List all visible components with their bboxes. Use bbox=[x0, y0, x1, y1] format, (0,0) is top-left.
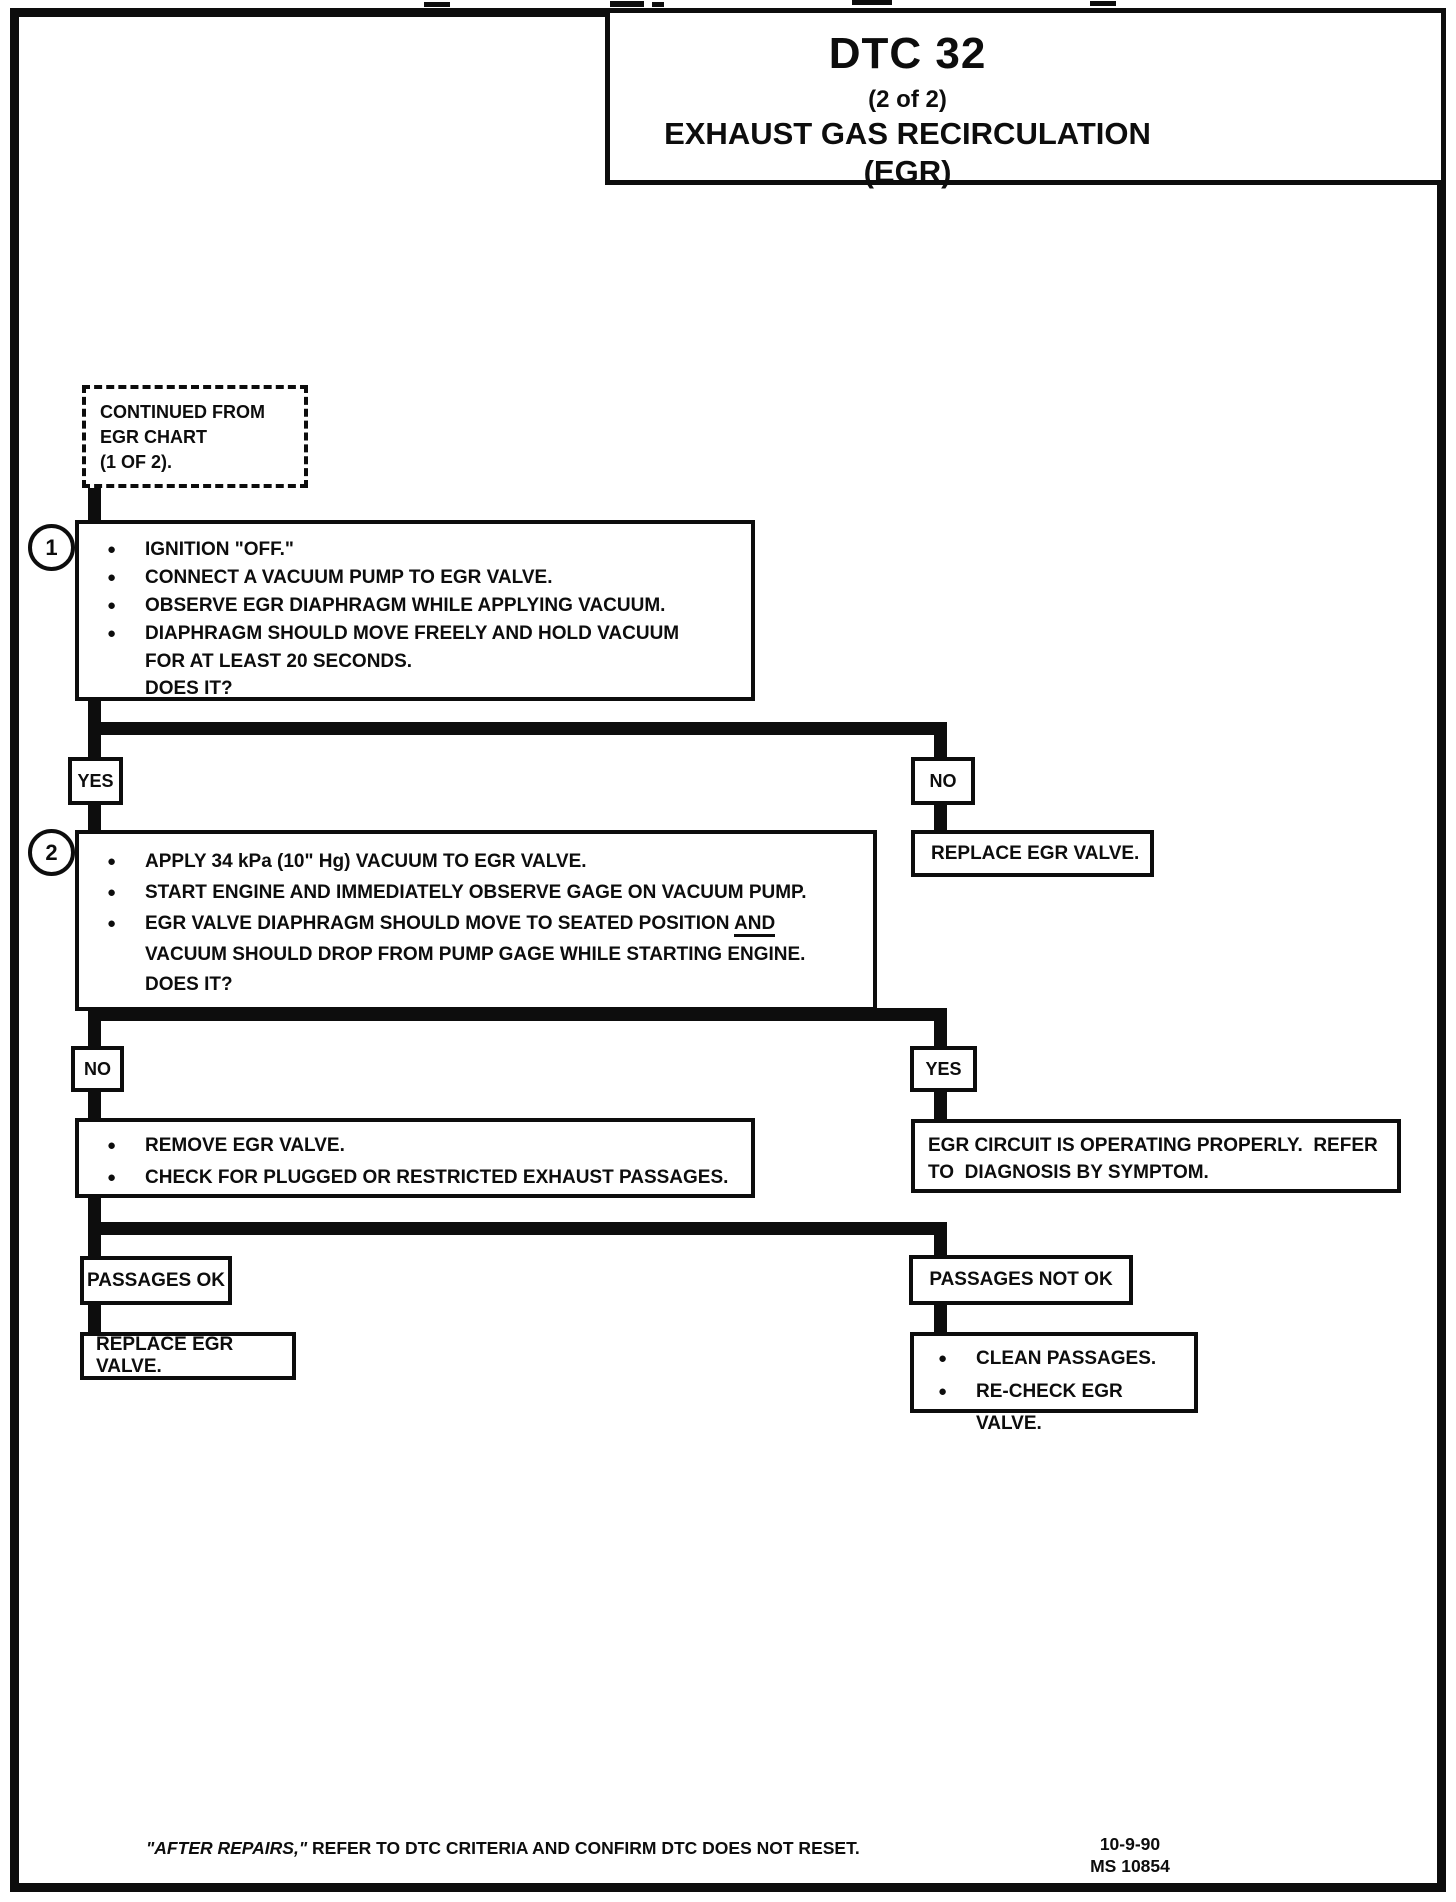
bullet-icon bbox=[107, 620, 145, 648]
footer-doc-number: MS 10854 bbox=[1090, 1856, 1170, 1876]
egr-circuit-ok-box: EGR CIRCUIT IS OPERATING PROPERLY. REFER… bbox=[911, 1119, 1401, 1193]
passages-not-ok-label: PASSAGES NOT OK bbox=[909, 1255, 1133, 1305]
footer-note-italic: "AFTER REPAIRS," bbox=[146, 1838, 308, 1858]
step1-item-continuation: FOR AT LEAST 20 SECONDS. bbox=[145, 651, 413, 672]
connector-yes2-to-ok bbox=[934, 1090, 947, 1121]
action-item: RE-CHECK EGR VALVE. bbox=[938, 1376, 1188, 1440]
scan-mark bbox=[652, 2, 664, 7]
step2-item: APPLY 34 kPa (10" Hg) VACUUM TO EGR VALV… bbox=[107, 847, 865, 878]
connector-branch3-horizontal bbox=[88, 1222, 947, 1235]
scan-mark bbox=[1090, 1, 1116, 6]
step1-item: OBSERVE EGR DIAPHRAGM WHILE APPLYING VAC… bbox=[107, 592, 743, 620]
title-text: DTC 32 (2 of 2) EXHAUST GAS RECIRCULATIO… bbox=[620, 27, 1195, 191]
clean-passages-box: CLEAN PASSAGES. RE-CHECK EGR VALVE. bbox=[910, 1332, 1198, 1434]
step1-item: IGNITION "OFF." bbox=[107, 536, 743, 564]
page-count: (2 of 2) bbox=[868, 86, 947, 113]
page-title: DTC 32 bbox=[828, 29, 987, 78]
yes-label-1: YES bbox=[68, 757, 123, 805]
step1-number-badge: 1 bbox=[28, 524, 75, 571]
step2-number-badge: 2 bbox=[28, 829, 75, 876]
yes-label-2: YES bbox=[910, 1046, 977, 1092]
bullet-icon bbox=[938, 1343, 976, 1376]
step2-question: DOES IT? bbox=[145, 974, 233, 995]
footer-note-rest: REFER TO DTC CRITERIA AND CONFIRM DTC DO… bbox=[307, 1838, 860, 1858]
connector-branch1-horizontal bbox=[88, 722, 947, 735]
bullet-icon bbox=[107, 564, 145, 592]
bullet-icon bbox=[938, 1376, 976, 1409]
bullet-icon bbox=[107, 592, 145, 620]
connector-passagesok-to-replace bbox=[88, 1303, 101, 1334]
scan-mark bbox=[424, 2, 450, 7]
no-label-1: NO bbox=[911, 757, 975, 805]
connector-branch2-right-down bbox=[934, 1008, 947, 1048]
connector-branch2-horizontal bbox=[88, 1008, 947, 1021]
connector-branch1-right-down bbox=[934, 722, 947, 758]
start-node-line: EGR CHART bbox=[100, 427, 207, 447]
step1-question: DOES IT? bbox=[145, 678, 233, 699]
bullet-icon bbox=[107, 847, 145, 878]
footer-date: 10-9-90 bbox=[1099, 1834, 1161, 1854]
replace-egr-valve-box-right: REPLACE EGR VALVE. bbox=[911, 830, 1154, 877]
bullet-icon bbox=[107, 1162, 145, 1194]
footer-note: "AFTER REPAIRS," REFER TO DTC CRITERIA A… bbox=[146, 1838, 860, 1859]
action-item: REMOVE EGR VALVE. bbox=[107, 1130, 743, 1162]
no-label-2: NO bbox=[71, 1046, 124, 1092]
step2-item-continuation: VACUUM SHOULD DROP FROM PUMP GAGE WHILE … bbox=[145, 944, 806, 965]
bullet-icon bbox=[107, 1130, 145, 1162]
bullet-icon bbox=[107, 536, 145, 564]
action-item: CLEAN PASSAGES. bbox=[938, 1343, 1188, 1376]
connector-no2-to-remove bbox=[88, 1089, 101, 1120]
bullet-icon bbox=[107, 909, 145, 940]
replace-egr-valve-box-left: REPLACE EGR VALVE. bbox=[80, 1332, 296, 1380]
scan-mark bbox=[852, 0, 892, 5]
connector-yes1-to-step2 bbox=[88, 803, 101, 832]
start-node-line: CONTINUED FROM bbox=[100, 402, 265, 422]
step2-item: START ENGINE AND IMMEDIATELY OBSERVE GAG… bbox=[107, 878, 865, 909]
step2-box: APPLY 34 kPa (10" Hg) VACUUM TO EGR VALV… bbox=[75, 830, 877, 1011]
footer-stamp: 10-9-90 MS 10854 bbox=[1078, 1833, 1182, 1877]
system-name: EXHAUST GAS RECIRCULATION (EGR) bbox=[664, 116, 1151, 189]
title-box: DTC 32 (2 of 2) EXHAUST GAS RECIRCULATIO… bbox=[605, 8, 1446, 189]
scan-mark bbox=[610, 1, 644, 7]
start-node: CONTINUED FROM EGR CHART (1 OF 2). bbox=[82, 385, 308, 488]
step1-box: IGNITION "OFF." CONNECT A VACUUM PUMP TO… bbox=[75, 520, 755, 701]
passages-ok-label: PASSAGES OK bbox=[80, 1256, 232, 1305]
underlined-word: AND bbox=[734, 913, 776, 937]
remove-egr-valve-box: REMOVE EGR VALVE. CHECK FOR PLUGGED OR R… bbox=[75, 1118, 755, 1198]
step2-item: EGR VALVE DIAPHRAGM SHOULD MOVE TO SEATE… bbox=[107, 909, 865, 940]
start-node-line: (1 OF 2). bbox=[100, 452, 173, 472]
connector-passagesnotok-to-clean bbox=[934, 1303, 947, 1334]
step1-item: DIAPHRAGM SHOULD MOVE FREELY AND HOLD VA… bbox=[107, 620, 743, 648]
connector-branch3-right-down bbox=[934, 1222, 947, 1257]
bullet-icon bbox=[107, 878, 145, 909]
connector-start-to-step1 bbox=[88, 486, 101, 522]
connector-no1-to-replace bbox=[934, 803, 947, 832]
step1-item: CONNECT A VACUUM PUMP TO EGR VALVE. bbox=[107, 564, 743, 592]
action-item: CHECK FOR PLUGGED OR RESTRICTED EXHAUST … bbox=[107, 1162, 743, 1194]
